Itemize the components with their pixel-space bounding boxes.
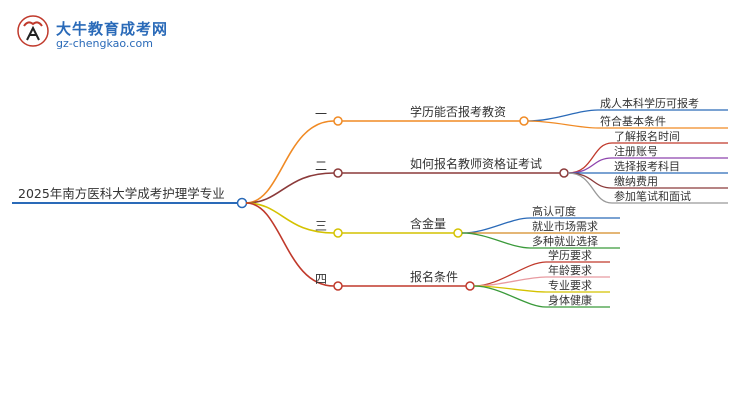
branch-3-number: 三 xyxy=(315,219,327,233)
branch-2-child-2-label: 注册账号 xyxy=(614,144,658,158)
branch-1-connector xyxy=(245,120,335,204)
branch-2-label: 如何报名教师资格证考试 xyxy=(410,156,542,171)
branch-3-child-1-connector xyxy=(461,217,531,234)
branch-3-child-3-connector xyxy=(461,232,531,249)
branch-2-child-4-label: 缴纳费用 xyxy=(614,174,658,188)
branch-1-node[interactable] xyxy=(333,116,343,126)
branch-3-label: 含金量 xyxy=(410,216,446,231)
branch-4-child-2-label: 年龄要求 xyxy=(548,263,592,277)
branch-3-node[interactable] xyxy=(333,228,343,238)
branch-1-child-1-label: 成人本科学历可报考 xyxy=(600,96,699,110)
branch-1-child-1-connector xyxy=(527,109,599,122)
bull-logo-icon xyxy=(17,15,49,47)
branch-1-end-node[interactable] xyxy=(519,116,529,126)
branch-4-number: 四 xyxy=(315,272,327,286)
branch-2-end-node[interactable] xyxy=(559,168,569,178)
branch-3-child-2-label: 就业市场需求 xyxy=(532,219,598,233)
site-logo[interactable]: 大牛教育成考网 gz-chengkao.com xyxy=(16,14,169,54)
branch-2-node[interactable] xyxy=(333,168,343,178)
branch-1-label: 学历能否报考教资 xyxy=(410,104,506,119)
branch-3-child-1-label: 高认可度 xyxy=(532,204,576,218)
logo-title: 大牛教育成考网 xyxy=(56,20,169,38)
branch-2-number: 二 xyxy=(315,159,327,173)
branch-1-child-2-connector xyxy=(527,120,599,129)
branch-4-child-1-label: 学历要求 xyxy=(548,248,592,262)
branch-3-end-node[interactable] xyxy=(453,228,463,238)
branch-4-child-3-label: 专业要求 xyxy=(548,278,592,292)
branch-4-child-4-label: 身体健康 xyxy=(548,293,592,307)
logo-url: gz-chengkao.com xyxy=(56,37,153,50)
branch-4-connector xyxy=(245,202,335,287)
branch-4-end-node[interactable] xyxy=(465,281,475,291)
branch-1-child-2-label: 符合基本条件 xyxy=(600,114,666,128)
branch-3-child-3-label: 多种就业选择 xyxy=(532,234,598,248)
branch-4-child-4-connector xyxy=(473,285,547,308)
branch-1-number: 一 xyxy=(315,107,327,121)
root-node[interactable] xyxy=(236,197,248,209)
branch-3-connector xyxy=(245,202,335,234)
root-topic: 2025年南方医科大学成考护理学专业 xyxy=(18,186,225,201)
branch-2-child-3-label: 选择报考科目 xyxy=(614,159,680,173)
branch-2-connector xyxy=(245,172,335,204)
branch-4-node[interactable] xyxy=(333,281,343,291)
branch-2-child-5-connector xyxy=(567,172,613,204)
branch-2-child-5-label: 参加笔试和面试 xyxy=(614,189,691,203)
branch-4-label: 报名条件 xyxy=(410,269,458,284)
branch-2-child-1-label: 了解报名时间 xyxy=(614,129,680,143)
